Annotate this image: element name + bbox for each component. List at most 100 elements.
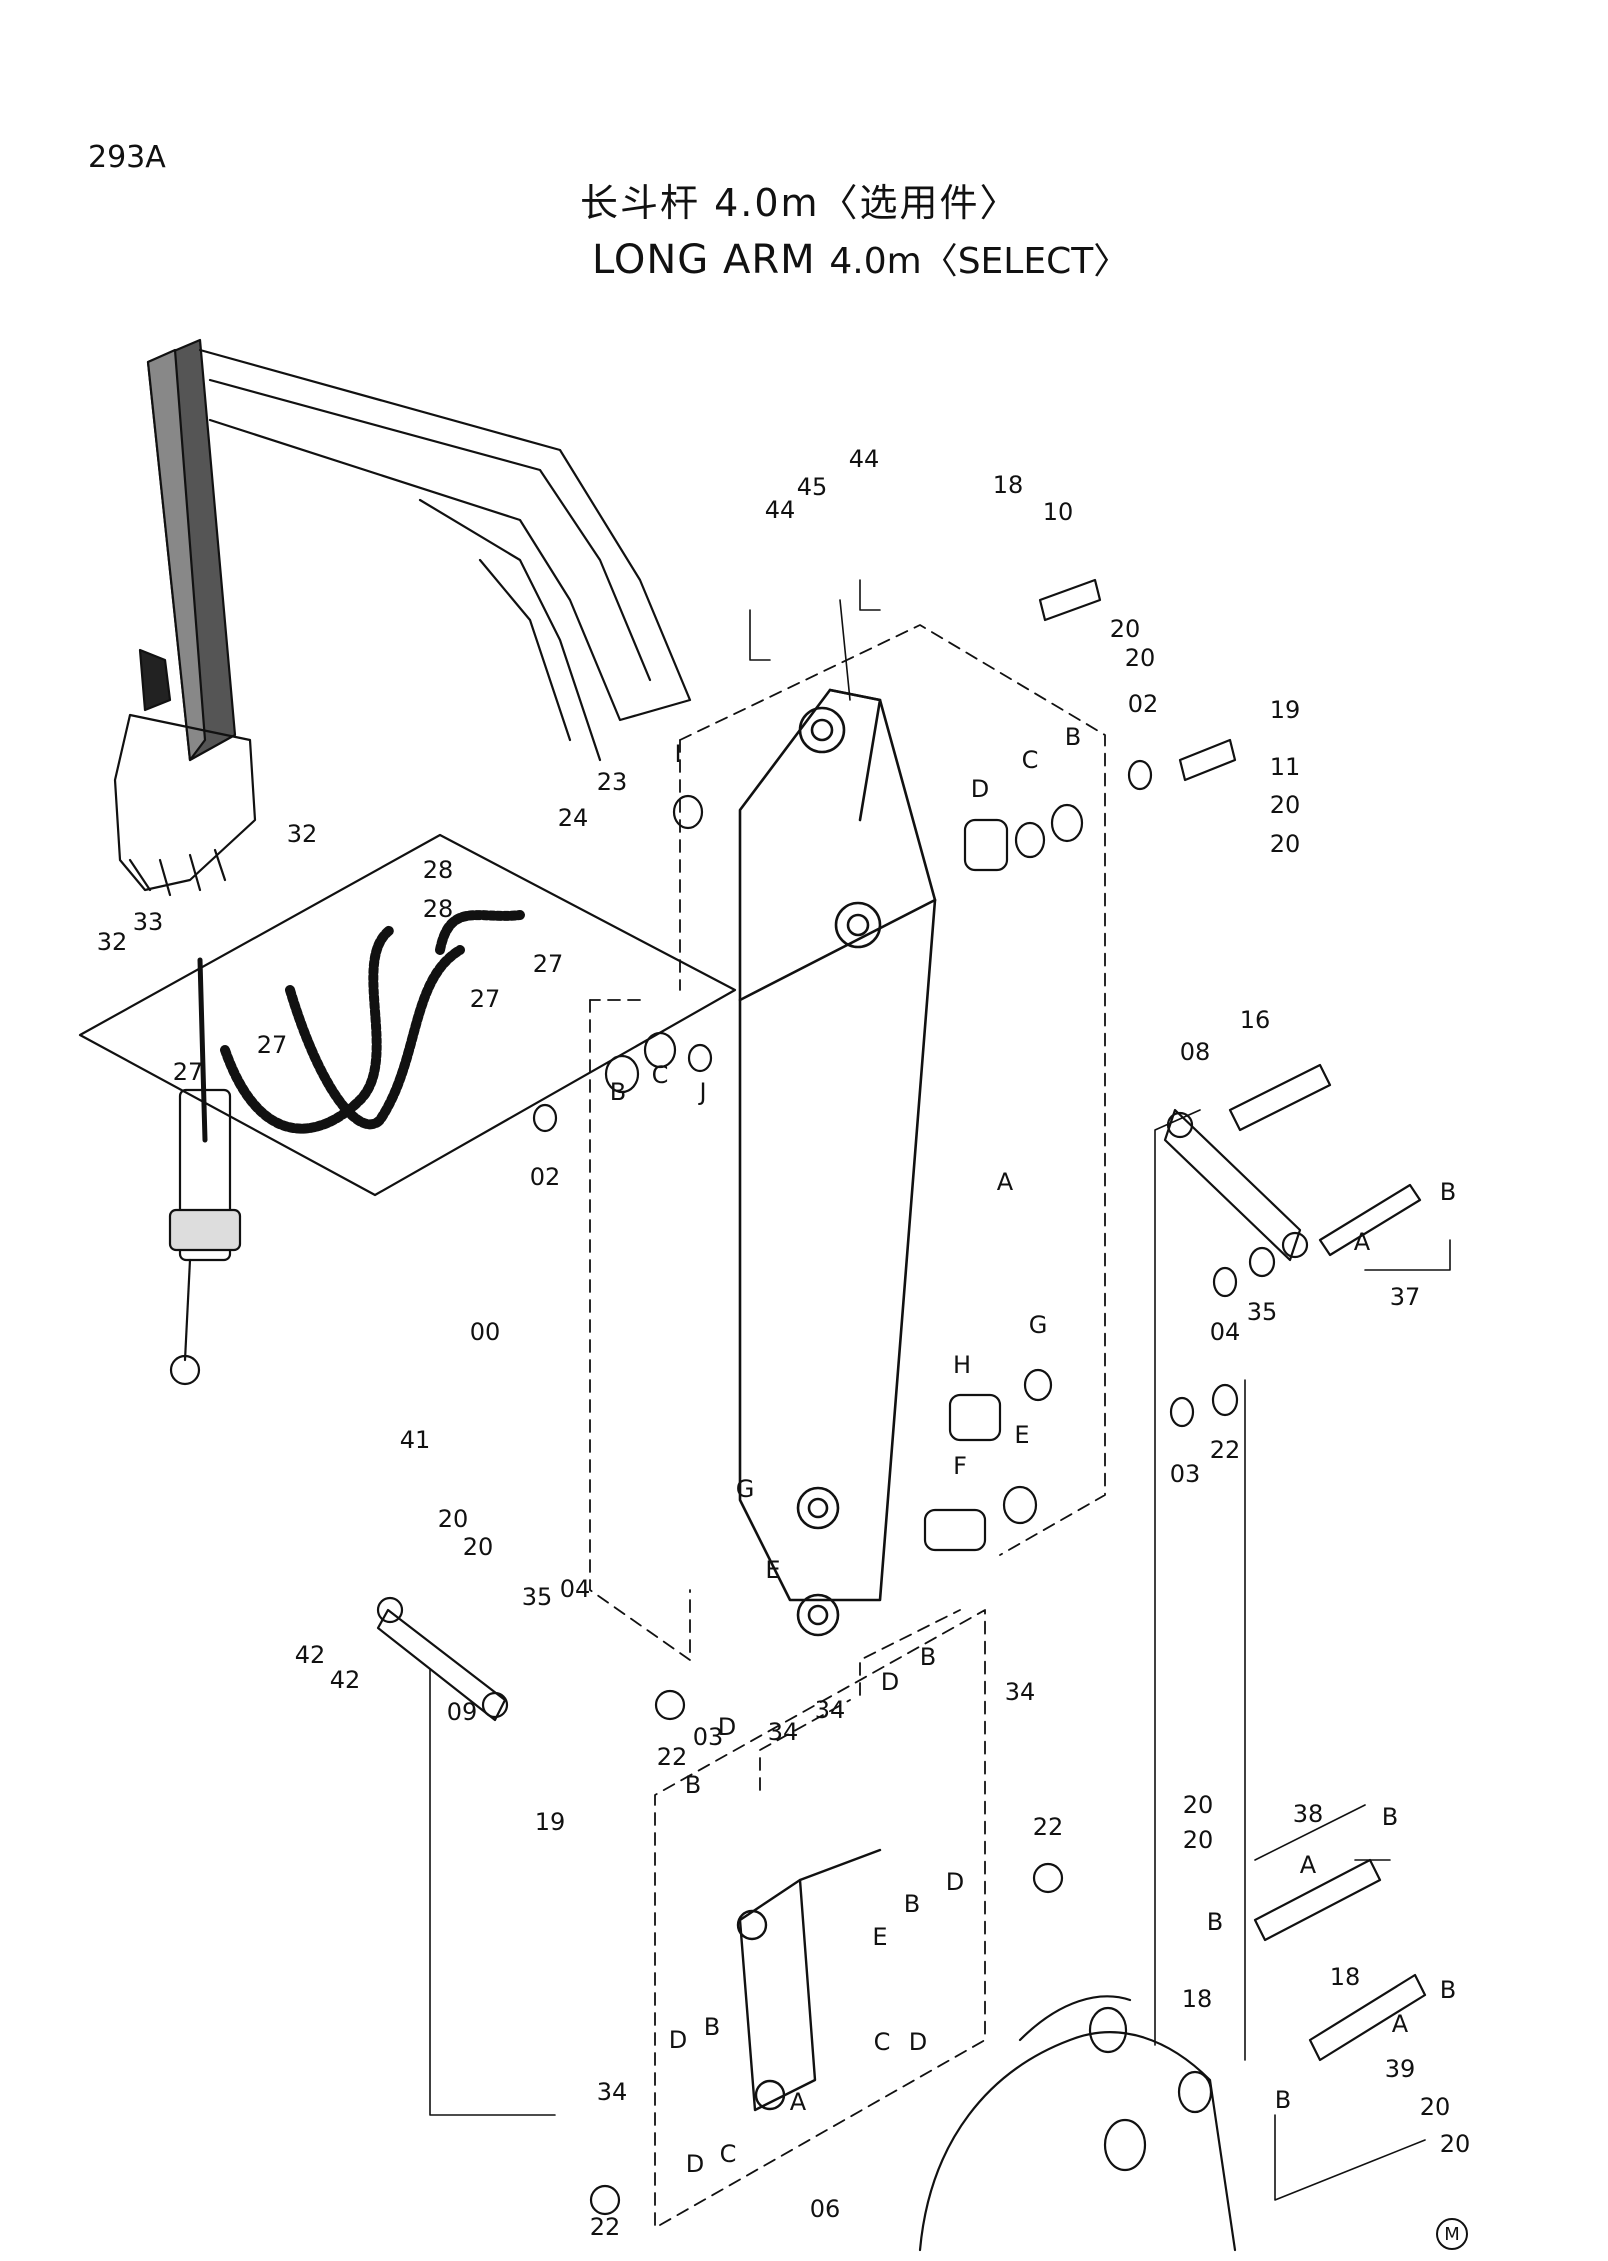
callout-cI: I [674,740,681,768]
callout-c34c: 34 [815,1696,846,1724]
callout-cE3: E [872,1923,887,1951]
callout-cC1: C [1022,746,1039,774]
bucket-illustration [918,1995,1237,2252]
callout-c34d: 34 [597,2078,628,2106]
arm-group-outline [589,624,1106,1661]
callout-cA5: A [790,2088,807,2116]
callout-c42b: 42 [330,1666,361,1694]
callout-cA4: A [1392,2010,1409,2038]
callout-cB6: B [1382,1803,1398,1831]
callout-c34b: 34 [768,1718,799,1746]
callout-c06: 06 [810,2195,841,2223]
bushings-middle [532,1031,1276,1552]
excavator-illustration [113,338,692,897]
callout-cD4: D [946,1868,964,1896]
callout-cD7: D [686,2150,704,2178]
callout-c02a: 02 [1128,690,1159,718]
callout-c09: 09 [447,1698,478,1726]
corner-mark: M [1436,2218,1468,2250]
callout-cB8: B [1207,1908,1223,1936]
callout-c22c: 22 [1033,1813,1064,1841]
callout-cB1: B [1065,723,1081,751]
callout-cA1: A [997,1168,1014,1196]
callout-c44a: 44 [765,496,796,524]
callout-cB7: B [904,1890,920,1918]
ring-22-b [589,2184,621,2216]
callout-cA2: A [1354,1228,1371,1256]
callout-c04b: 04 [560,1575,591,1603]
callout-cC2: C [652,1061,669,1089]
callout-cC4: C [720,2140,737,2168]
callout-c10: 10 [1043,498,1074,526]
callout-c44b: 44 [849,445,880,473]
right-pins [1253,1858,1427,2062]
callout-c18b: 18 [1330,1963,1361,1991]
title-chinese: 长斗杆 4.0m〈选用件〉 [580,181,1020,225]
callout-c22a: 22 [1210,1436,1241,1464]
page-number: 293A [88,140,166,175]
cylinder-illustration [168,1088,242,1386]
callout-c33: 33 [133,908,164,936]
callout-c38: 38 [1293,1800,1324,1828]
callout-cD3: D [718,1713,736,1741]
callout-c27a: 27 [533,950,564,978]
callout-c04a: 04 [1210,1318,1241,1346]
callout-cD1: D [971,775,989,803]
callout-c20e: 20 [438,1505,469,1533]
callout-c03b: 03 [693,1723,724,1751]
callout-cD5: D [669,2026,687,2054]
callout-c35a: 35 [1247,1298,1278,1326]
lower-link-body [736,1848,882,2112]
callout-c39: 39 [1385,2055,1416,2083]
callout-c37: 37 [1390,1283,1421,1311]
callout-cG1: G [1029,1311,1048,1339]
callout-cB11: B [1275,2086,1291,2114]
callout-c24: 24 [558,804,589,832]
callout-c27b: 27 [470,985,501,1013]
callout-cE2: E [765,1556,780,1584]
callout-c34a: 34 [1005,1678,1036,1706]
callout-c42a: 42 [295,1641,326,1669]
callout-cF: F [953,1452,967,1480]
callout-c18c: 18 [1182,1985,1213,2013]
callout-c20d: 20 [1270,830,1301,858]
callout-cD6: D [909,2028,927,2056]
bushings-upper [672,578,1237,872]
ring-22-c [1032,1862,1064,1894]
title-english-sub: 4.0m〈SELECT〉 [829,241,1130,282]
arm-body [738,688,937,1637]
hose-assembly-frame [78,833,737,1197]
callout-c20i: 20 [1420,2093,1451,2121]
callout-c08: 08 [1180,1038,1211,1066]
leader-lines [429,579,1451,2201]
callout-c32b: 32 [97,928,128,956]
callout-c19a: 19 [1270,696,1301,724]
ring-22-a [654,1689,686,1721]
callout-c03a: 03 [1170,1460,1201,1488]
callout-c19b: 19 [535,1808,566,1836]
callout-cB9: B [1440,1976,1456,2004]
title-english: LONG ARM 4.0m〈SELECT〉 [592,232,1129,284]
callout-c20g: 20 [1183,1791,1214,1819]
callout-c35b: 35 [522,1583,553,1611]
callout-cH: H [953,1351,971,1379]
callout-cE1: E [1014,1421,1029,1449]
link-parts [376,1063,1422,1722]
callout-c02b: 02 [530,1163,561,1191]
callout-c18a: 18 [993,471,1024,499]
callout-c20c: 20 [1270,791,1301,819]
callout-cB4: B [920,1643,936,1671]
callout-c27c: 27 [257,1031,288,1059]
callout-cB5: B [685,1771,701,1799]
callout-c32a: 32 [287,820,318,848]
callout-cD2: D [881,1668,899,1696]
callout-c22b: 22 [657,1743,688,1771]
callout-cA3: A [1300,1851,1317,1879]
callout-c45: 45 [797,473,828,501]
callout-c20j: 20 [1440,2130,1471,2158]
callout-c16: 16 [1240,1006,1271,1034]
callout-c11: 11 [1270,753,1301,781]
callout-c41: 41 [400,1426,431,1454]
